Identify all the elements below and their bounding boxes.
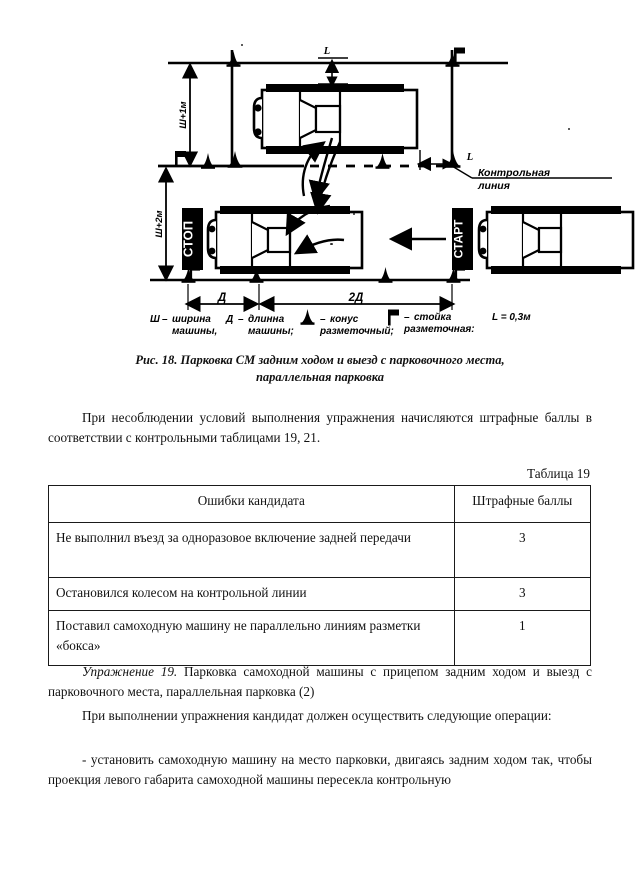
legend-1-symbol: Д bbox=[225, 314, 233, 325]
control-line-label-line2: линия bbox=[477, 180, 510, 192]
paragraph-operations: При выполнении упражнения кандидат долже… bbox=[48, 706, 592, 726]
table-row: Остановился колесом на контрольной линии… bbox=[48, 577, 592, 611]
figure-caption: Рис. 18. Парковка СМ задним ходом и выез… bbox=[60, 352, 580, 386]
paragraph-exercise: Упражнение 19. Парковка самоходной машин… bbox=[48, 662, 592, 702]
legend-3-line1: стойка bbox=[414, 312, 452, 323]
dim-offset-top-label: L bbox=[323, 46, 330, 57]
car-start-position bbox=[477, 206, 635, 274]
legend-1-line1: длинна bbox=[248, 314, 285, 325]
scan-speck bbox=[330, 243, 333, 245]
scan-speck bbox=[568, 128, 570, 130]
dim-width-top-label: Ш+1м bbox=[178, 101, 189, 128]
table-label: Таблица 19 bbox=[527, 466, 590, 481]
scan-speck bbox=[241, 44, 243, 46]
paragraph-penalty: При несоблюдении условий выполнения упра… bbox=[48, 408, 592, 448]
dim-length-first-label: Д bbox=[217, 292, 226, 304]
control-line-label-line1: Контрольная bbox=[478, 167, 550, 179]
parking-diagram-svg: СТОП СТАРТ bbox=[150, 46, 635, 337]
exercise-title: Упражнение 19. bbox=[82, 664, 178, 679]
dim-offset-right bbox=[416, 150, 454, 172]
dim-length-second-label: 2Д bbox=[348, 292, 364, 304]
table-cell-error: Поставил самоходную машину не параллельн… bbox=[48, 610, 455, 666]
legend-0-symbol: Ш bbox=[150, 314, 160, 325]
figure-caption-line2: параллельная парковка bbox=[255, 370, 385, 384]
maneuver-arrows bbox=[285, 137, 345, 255]
start-label-plate: СТАРТ bbox=[452, 208, 473, 270]
dim-lengths bbox=[184, 284, 456, 313]
legend-2-line1: конус bbox=[330, 314, 359, 325]
legend-2-line2: разметочный; bbox=[319, 326, 394, 337]
dim-offset-top bbox=[318, 57, 348, 88]
table-header-row: Ошибки кандидата Штрафные баллы bbox=[48, 485, 592, 523]
exercise-description: Парковка самоходной машины с прицепом за… bbox=[48, 664, 592, 699]
car-parked-top bbox=[252, 84, 419, 154]
table-row: Поставил самоходную машину не параллельн… bbox=[48, 610, 592, 666]
table-cell-error: Остановился колесом на контрольной линии bbox=[48, 577, 455, 611]
dim-offset-right-label: L bbox=[466, 152, 473, 163]
stop-label-text: СТОП bbox=[181, 221, 196, 257]
legend-cone-icon bbox=[300, 309, 315, 325]
legend-3-dash: – bbox=[404, 312, 410, 323]
legend-1-line2: машины; bbox=[248, 326, 294, 337]
table-header-errors: Ошибки кандидата bbox=[48, 485, 455, 523]
dim-width-bottom-label: Ш+2м bbox=[154, 210, 165, 237]
scan-speck bbox=[353, 213, 355, 215]
legend-0-line2: машины, bbox=[172, 326, 217, 337]
paragraph-penalty-text: При несоблюдении условий выполнения упра… bbox=[48, 410, 592, 445]
legend-0-line1: ширина bbox=[172, 314, 211, 325]
legend-1-dash: – bbox=[238, 314, 244, 325]
paragraph-install: - установить самоходную машину на место … bbox=[48, 750, 592, 790]
legend-post-icon bbox=[388, 309, 399, 326]
table-cell-points: 3 bbox=[453, 577, 592, 611]
table-cell-error: Не выполнил въезд за одноразовое включен… bbox=[48, 522, 455, 578]
table-header-points: Штрафные баллы bbox=[453, 485, 592, 523]
legend-3-line2: разметочная: bbox=[403, 324, 475, 335]
legend-4-line1: L = 0,3м bbox=[492, 312, 531, 323]
paragraph-install-text: - установить самоходную машину на место … bbox=[48, 752, 592, 787]
figure-parallel-parking: СТОП СТАРТ bbox=[0, 18, 640, 358]
table-row: Не выполнил въезд за одноразовое включен… bbox=[48, 522, 592, 578]
stop-label-plate: СТОП bbox=[181, 208, 203, 270]
start-label-text: СТАРТ bbox=[452, 219, 466, 258]
table-cell-points: 1 bbox=[453, 610, 592, 666]
legend-2-dash: – bbox=[320, 314, 326, 325]
paragraph-operations-text: При выполнении упражнения кандидат долже… bbox=[82, 708, 552, 723]
table-cell-points: 3 bbox=[453, 522, 592, 578]
penalty-table: Ошибки кандидата Штрафные баллы Не выпол… bbox=[48, 485, 592, 666]
figure-caption-line1: Рис. 18. Парковка СМ задним ходом и выез… bbox=[135, 353, 505, 367]
figure-legend: Ш – ширина машины, Д – длинна машины; – … bbox=[150, 309, 531, 337]
legend-0-dash: – bbox=[162, 314, 168, 325]
